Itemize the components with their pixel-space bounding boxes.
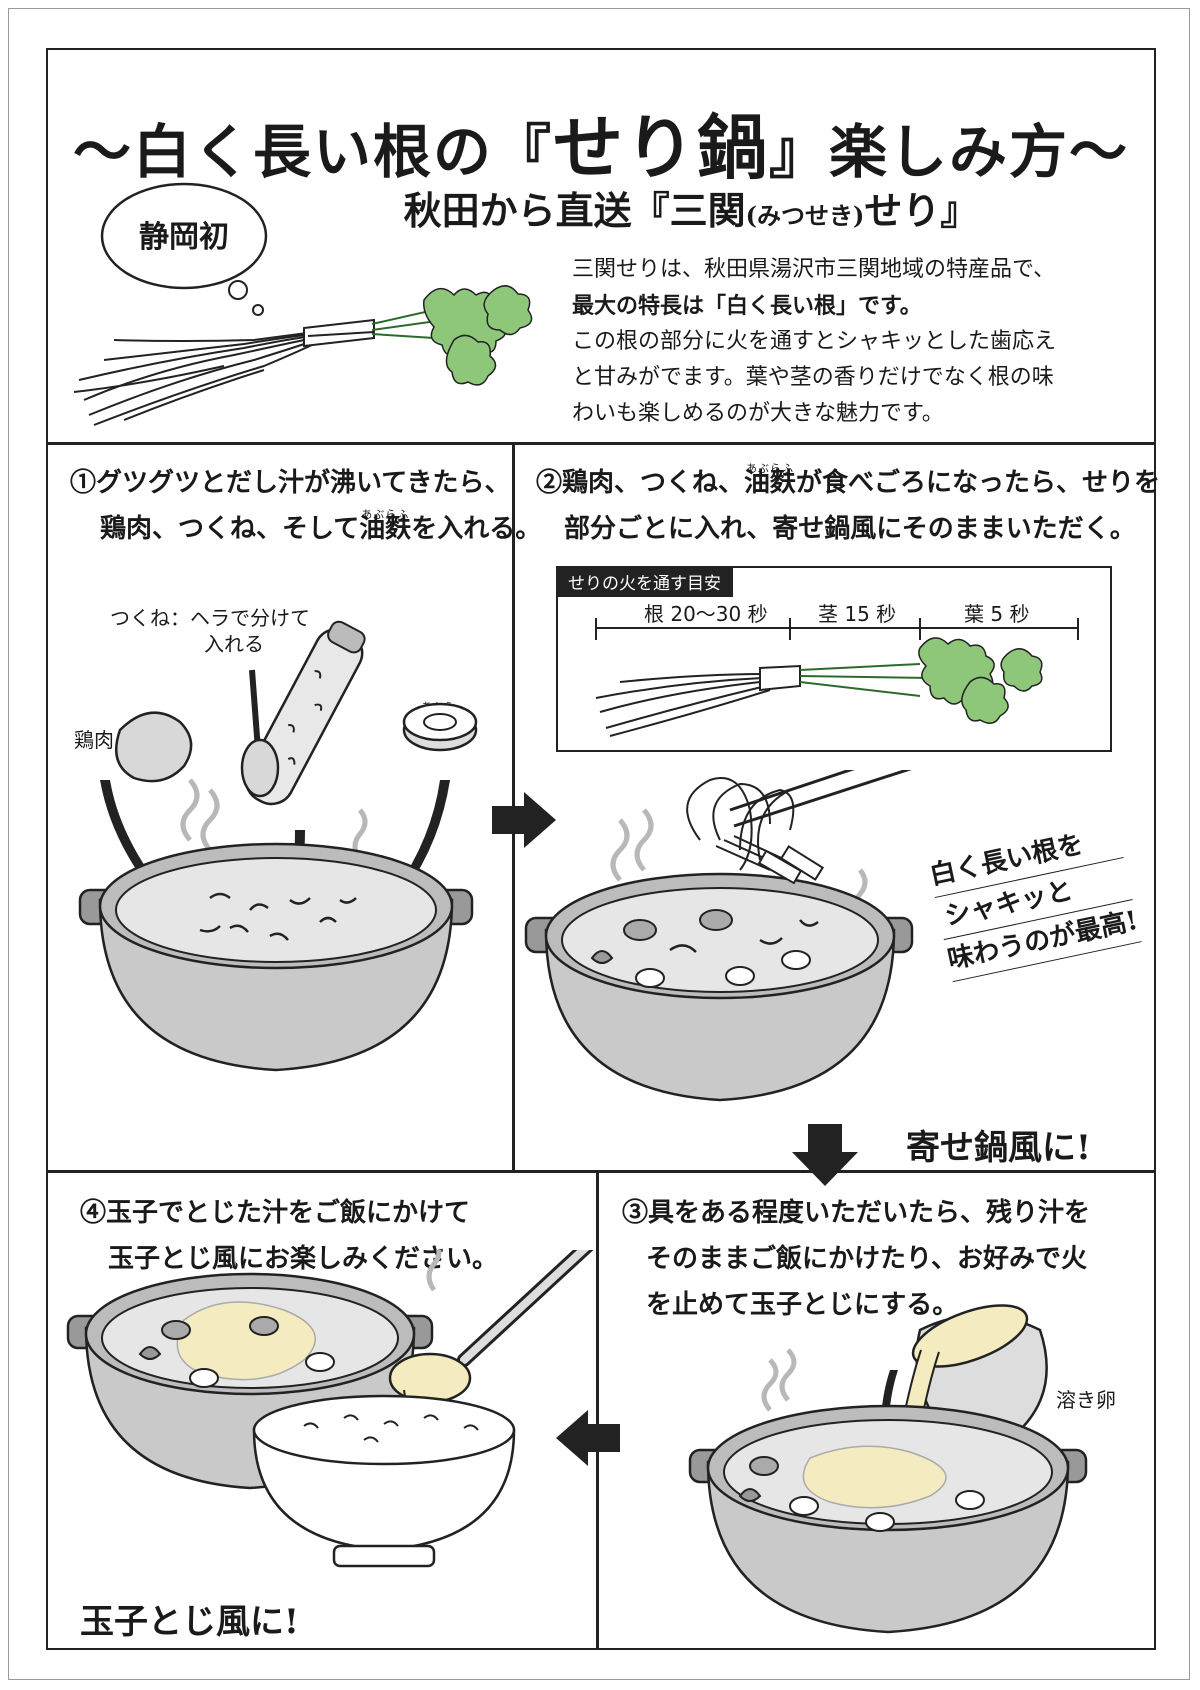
tsukune-label: 入れる [204,632,264,656]
chicken-label: 鶏肉 [74,728,114,752]
pot-icon [78,842,474,1072]
guide-stem-time: 茎 15 秒 [818,602,897,626]
chopsticks-icon [729,770,912,828]
step1-line: 鶏肉、つくね、そしてあぶらふ油麩を入れる。 [100,508,542,544]
chicken-icon [115,711,193,783]
section-divider [46,1170,1156,1173]
speech-bubble [100,182,268,316]
step2-illustration [524,770,914,1102]
intro-line: わいも楽しめるのが大きな魅力です。 [572,401,944,426]
step3-line: そのままご飯にかけたり、お好みで火 [646,1244,1087,1274]
step2-line: ②鶏肉、つくね、あぶらふ油麩が食べごろになったら、せりを [536,462,1161,498]
pot-icon [66,1272,434,1490]
pot-icon [688,1404,1088,1634]
section-divider [46,442,1156,445]
seri-timing-illustration [595,618,1079,737]
tsukune-label: つくね：ヘラで分けて [110,606,310,630]
cooking-guide-title: せりの火を通す目安 [556,566,733,597]
bubble-label: 静岡初 [139,220,229,255]
step1-instructions: ①グツグツとだし汁が沸いてきたら、 鶏肉、つくね、そしてあぶらふ油麩を入れる。 [70,460,541,552]
seri-illustration [74,285,533,426]
intro-line: と甘みがでます。葉や茎の香りだけでなく根の味 [572,365,1054,390]
arrow-down-icon [792,1124,858,1186]
intro-line: 最大の特長は「白く長い根」です。 [572,293,922,319]
step3-line: を止めて玉子とじにする。 [646,1290,959,1320]
arrow-right-icon [492,792,556,848]
step1-line: ①グツグツとだし汁が沸いてきたら、 [70,468,511,498]
step4-slogan: 玉子とじ風に! [80,1602,299,1642]
panel-divider [596,1170,599,1650]
step3-illustration [688,1304,1088,1634]
step3-instructions: ③具をある程度いただいたら、残り汁を そのままご飯にかけたり、お好みで火 を止め… [622,1190,1090,1328]
intro-line: 三関せりは、秋田県湯沢市三関地域の特産品で、 [572,257,1056,282]
arrow-left-icon [556,1410,620,1466]
step4-illustration [66,1250,594,1568]
pot-icon [524,872,914,1102]
intro-text: 三関せりは、秋田県湯沢市三関地域の特産品で、 最大の特長は「白く長い根」です。 … [572,252,1132,432]
rice-bowl-icon [252,1394,516,1568]
page-border [8,8,1190,1680]
aburafu-icon [402,702,478,752]
guide-root-time: 根 20〜30 秒 [644,602,768,626]
step3-line: ③具をある程度いただいたら、残り汁を [622,1198,1091,1228]
guide-leaf-time: 葉 5 秒 [964,602,1030,626]
step1-illustration [78,620,478,1072]
content-frame [46,48,1156,1650]
cooking-guide-box [556,566,1112,752]
step2-line: 部分ごとに入れ、寄せ鍋風にそのままいただく。 [564,514,1136,544]
step2-slogan: 寄せ鍋風に! [906,1128,1091,1168]
steam-icon [426,1250,442,1292]
steam-icon [761,1348,797,1412]
intro-line: この根の部分に火を通すとシャキッとした歯応え [572,329,1057,354]
page-subtitle: 秋田から直送『三関(みつせき)せり』 [403,188,979,233]
page-title: 〜白く長い根の『せり鍋』楽しみ方〜 [72,106,1130,189]
step2-instructions: ②鶏肉、つくね、あぶらふ油麩が食べごろになったら、せりを 部分ごとに入れ、寄せ鍋… [536,460,1160,552]
egg-label: 溶き卵 [1056,1388,1116,1412]
step4-line: ④玉子でとじた汁をご飯にかけて [80,1198,471,1228]
spatula-icon [240,738,280,798]
step4-instructions: ④玉子でとじた汁をご飯にかけて 玉子とじ風にお楽しみください。 [80,1190,498,1282]
